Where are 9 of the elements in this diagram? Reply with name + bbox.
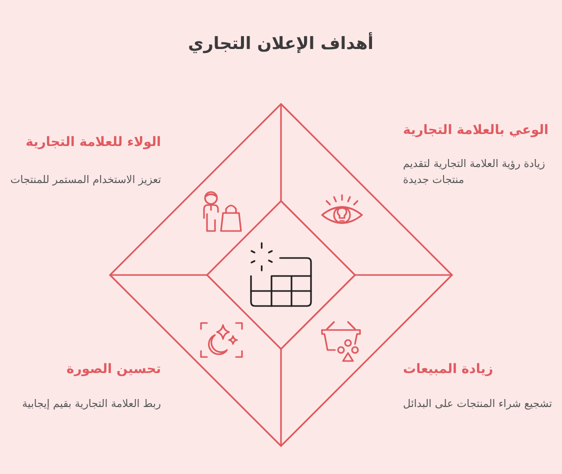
description: تعزيز الاستخدام المستمر للمنتجات <box>10 173 161 188</box>
description: ربط العلامة التجارية بقيم إيجابية <box>22 397 161 412</box>
heading: الولاء للعلامة التجارية <box>26 134 161 152</box>
heading: زيادة المبيعات <box>403 361 494 379</box>
heading: تحسين الصورة <box>66 361 161 379</box>
description: زيادة رؤية العلامة التجارية لتقديم منتجات جديدة <box>403 157 546 188</box>
heading: الوعي بالعلامة التجارية <box>403 122 549 140</box>
title: أهداف الإعلان التجاري <box>188 33 374 55</box>
description: تشجيع شراء المنتجات على البدائل <box>403 397 552 412</box>
